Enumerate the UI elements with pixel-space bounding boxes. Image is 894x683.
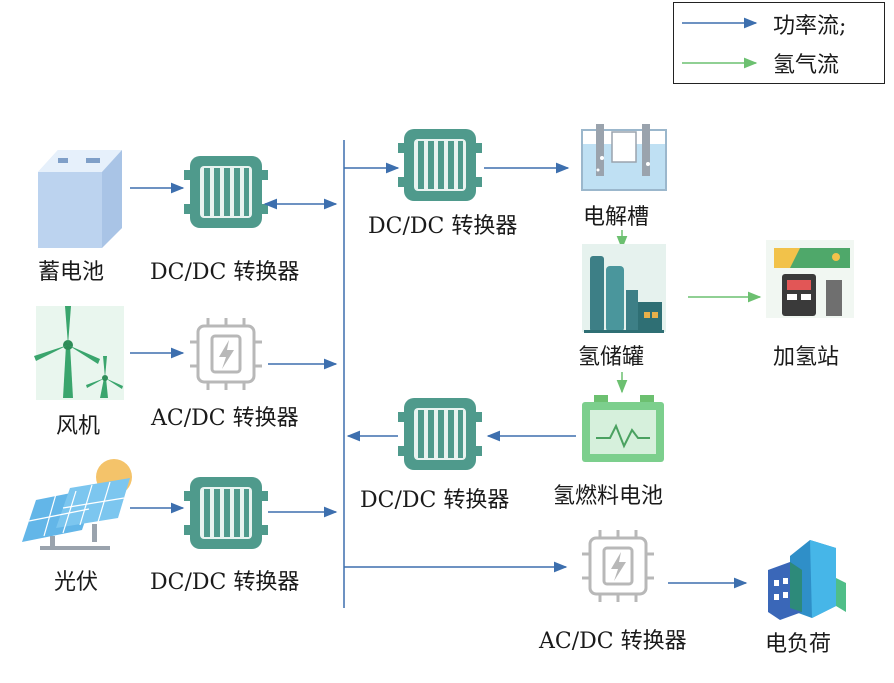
load-converter-label: AC/DC 转换器 <box>539 629 687 654</box>
hydrogen-tank-label: 氢储罐 <box>578 345 645 370</box>
fuel-cell-icon <box>582 395 664 462</box>
legend-lines <box>682 17 758 69</box>
refuel-station-label: 加氢站 <box>773 345 840 370</box>
fuel-cell-converter-label: DC/DC 转换器 <box>360 488 510 513</box>
pv-label: 光伏 <box>54 570 99 595</box>
hydrogen-tank-icon <box>582 244 666 333</box>
dc-dc-converter-icon <box>184 156 268 228</box>
load-label: 电负荷 <box>765 632 832 657</box>
solar-panel-icon <box>22 459 132 550</box>
battery-converter-label: DC/DC 转换器 <box>150 260 300 285</box>
ac-dc-converter-icon <box>188 316 264 392</box>
pv-converter-label: DC/DC 转换器 <box>150 570 300 595</box>
legend-hydrogen-flow-label: 氢气流 <box>773 53 840 78</box>
electrolyzer-label: 电解槽 <box>583 205 650 230</box>
building-icon <box>768 540 846 620</box>
battery-icon <box>38 150 122 248</box>
legend-power-flow-label: 功率流; <box>773 14 847 39</box>
electrolyzer-icon <box>581 124 667 191</box>
wind-label: 风机 <box>56 414 101 439</box>
ac-dc-converter-icon <box>580 528 656 604</box>
battery-label: 蓄电池 <box>38 260 105 285</box>
fuel-cell-label: 氢燃料电池 <box>553 484 664 509</box>
legend: 功率流; 氢气流 <box>673 2 885 84</box>
dc-dc-converter-icon <box>184 477 268 549</box>
hydrogen-station-icon <box>766 240 854 318</box>
wind-turbine-icon <box>34 306 124 400</box>
wind-converter-label: AC/DC 转换器 <box>151 406 299 431</box>
electrolyzer-converter-label: DC/DC 转换器 <box>368 214 518 239</box>
dc-dc-converter-icon <box>398 398 482 470</box>
dc-dc-converter-icon <box>398 129 482 201</box>
